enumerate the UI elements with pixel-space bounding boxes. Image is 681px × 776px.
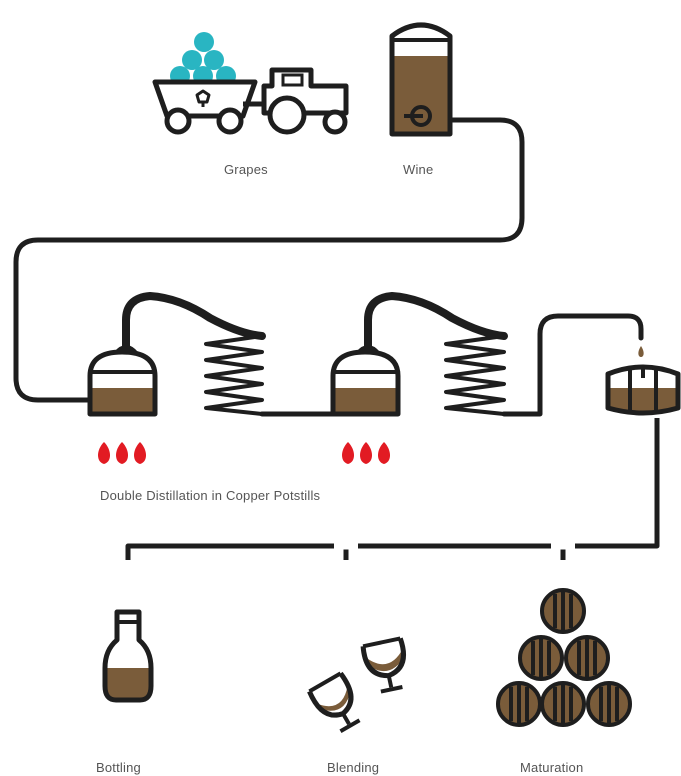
flames-1 [98,442,146,464]
coil-2 [444,334,506,416]
snifter-glass-icon [360,636,406,694]
label-blending: Blending [327,760,380,775]
blending-glasses [307,636,406,733]
pipe-cask-to-bracket [125,418,660,560]
barrel-icon [586,681,632,727]
barrel-icon [540,681,586,727]
still-1 [87,291,266,417]
bottle-icon [102,609,154,703]
grape-leaf-icon [195,89,211,107]
cart-wheel [164,107,192,135]
still-neck [364,291,508,352]
pipe-wine-to-still [13,117,525,403]
label-wine: Wine [403,162,434,177]
label-maturation: Maturation [520,760,584,775]
tractor-wheel [322,109,348,135]
flame-icon [378,442,390,464]
flame-icon [360,442,372,464]
wine-icon [389,22,453,137]
barrel-stack-icon [496,588,632,727]
grape-pile [170,32,236,86]
tractor-window [281,73,304,87]
pipe-still2-to-cask [501,313,644,417]
label-bottling: Bottling [96,760,141,775]
coil-1 [204,334,264,416]
barrel-icon [540,588,586,634]
drip-icon [638,346,644,357]
flame-icon [116,442,128,464]
flames-2 [342,442,390,464]
snifter-glass-icon [307,671,361,733]
flame-icon [134,442,146,464]
barrel-icon [496,681,542,727]
still-2 [330,291,508,417]
cart-wheel [216,107,244,135]
barrel-icon [564,635,610,681]
label-grapes: Grapes [224,162,268,177]
flame-icon [98,442,110,464]
label-distillation: Double Distillation in Copper Potstills [100,488,321,503]
grapes-icon [152,32,349,135]
barrel-icon [518,635,564,681]
flame-icon [342,442,354,464]
tractor-wheel [267,95,307,135]
still-neck [122,291,266,352]
cask-icon [605,364,681,416]
